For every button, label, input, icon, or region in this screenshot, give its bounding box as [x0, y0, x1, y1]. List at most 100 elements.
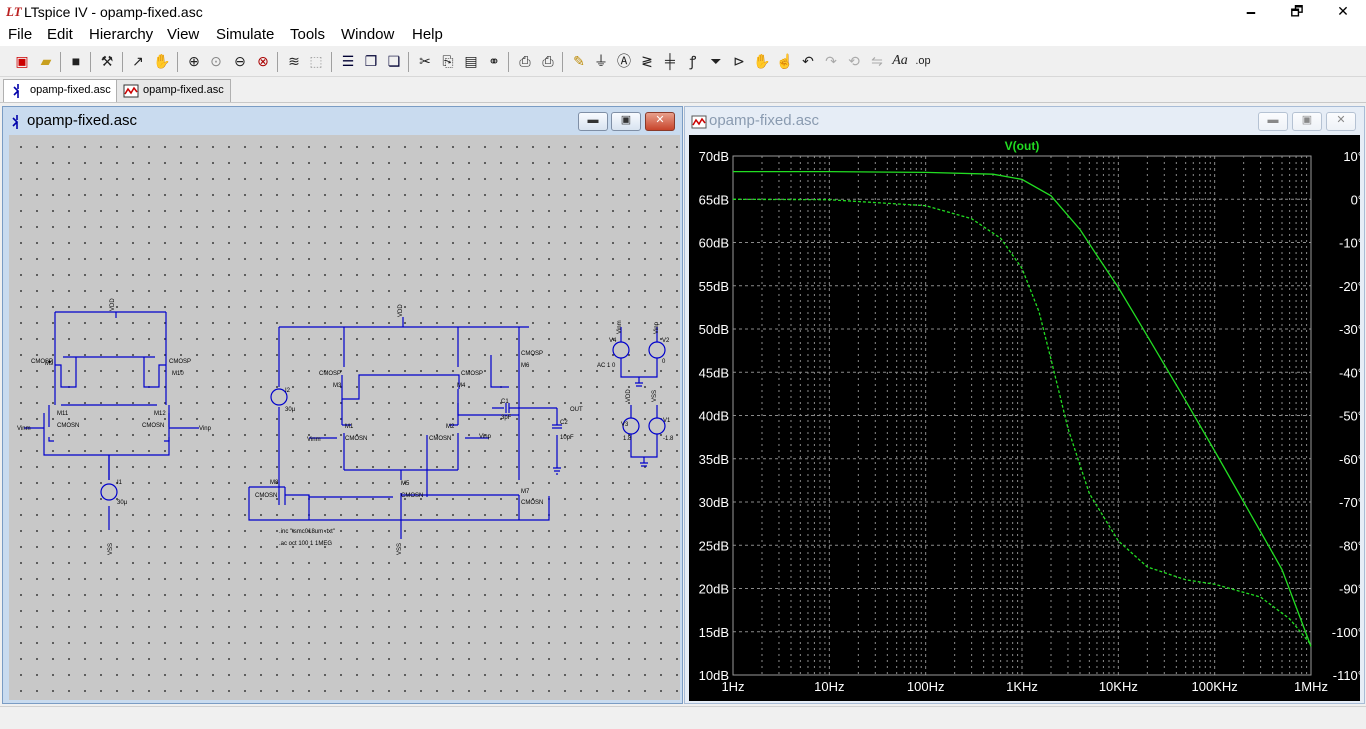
close-button[interactable]: ✕ [1337, 3, 1349, 19]
menu-tools[interactable]: Tools [290, 26, 326, 43]
zoom-cancel-icon[interactable]: ⊗ [257, 53, 269, 69]
menu-window[interactable]: Window [341, 26, 395, 43]
capacitor-c2[interactable] [552, 424, 562, 429]
maximize-button[interactable]: 🗗 [1290, 3, 1304, 19]
menu-hierarchy[interactable]: Hierarchy [89, 26, 154, 43]
cut-icon[interactable]: ✂ [419, 53, 431, 69]
net-label-vdd: VDD [398, 304, 404, 317]
x-tick-label: 1KHz [1006, 679, 1038, 694]
schematic-icon [13, 84, 20, 98]
y-right-tick-label: -70° [1339, 495, 1360, 510]
spice-directive-icon[interactable]: .op [915, 55, 931, 67]
transistor-label: M11 [57, 411, 69, 417]
schematic-restore-button[interactable]: ▣ [611, 112, 641, 131]
waveform-canvas[interactable]: 70dB10°65dB0°60dB-10°55dB-20°50dB-30°45d… [689, 135, 1363, 701]
schematic-symbols [100, 341, 666, 501]
capacitor-icon[interactable]: ╪ [665, 53, 675, 69]
run-icon[interactable]: ↗ [132, 53, 144, 69]
net-label-vinp: Vinp [479, 434, 492, 440]
current-source-i2[interactable] [270, 388, 288, 406]
tab-schematic[interactable]: opamp-fixed.asc [3, 79, 118, 102]
open-folder-icon[interactable]: ▰ [40, 53, 52, 69]
spice-directive-inc[interactable]: .inc "tsmc018um .txt" [279, 529, 335, 535]
net-label-vinp: Vinp [199, 426, 212, 432]
zoom-out-icon[interactable]: ⊖ [234, 53, 246, 69]
schematic-window[interactable]: opamp-fixed.asc ▬ ▣ ✕ [2, 106, 683, 704]
schematic-close-button[interactable]: ✕ [645, 112, 675, 131]
spice-directive-ac[interactable]: .ac oct 100 1 1MEG [279, 541, 332, 547]
schematic-minimize-button[interactable]: ▬ [578, 112, 608, 131]
diode-icon[interactable]: ⏷ [710, 53, 722, 69]
pan-hand-icon[interactable]: ✋ [153, 53, 171, 69]
find-icon[interactable]: ⚭ [488, 53, 500, 69]
y-right-tick-label: -30° [1339, 322, 1360, 337]
source-label: V2 [662, 338, 670, 344]
component-icon[interactable]: ⊳ [733, 53, 745, 69]
waveform-restore-button[interactable]: ▣ [1292, 112, 1322, 131]
menu-help[interactable]: Help [412, 26, 443, 43]
cascade-icon[interactable]: ❐ [364, 53, 378, 69]
y-right-tick-label: -80° [1339, 538, 1360, 553]
mirror-icon[interactable]: ⇋ [871, 53, 883, 69]
capacitor-c1[interactable] [505, 403, 510, 413]
zoom-fit-icon[interactable]: ⬚ [309, 53, 323, 69]
drag-icon[interactable]: ☝ [776, 53, 794, 69]
print-icon[interactable]: ⎙ [542, 53, 554, 69]
zoom-out-pan-icon[interactable]: ⊙ [210, 53, 222, 69]
voltage-source-v3[interactable] [622, 417, 640, 435]
minimize-button[interactable]: 🗕 [1246, 3, 1256, 19]
y-left-tick-label: 35dB [699, 452, 729, 467]
source-label: I1 [117, 480, 123, 486]
menu-view[interactable]: View [167, 26, 200, 43]
ground-icon[interactable]: ⏚ [594, 53, 608, 69]
waveform-window[interactable]: opamp-fixed.asc ▬ ▣ ✕ 70dB10°65dB0°60dB-… [684, 106, 1365, 704]
paste-icon[interactable]: ▤ [464, 53, 478, 69]
menu-edit[interactable]: Edit [47, 26, 73, 43]
voltage-source-v2[interactable] [648, 341, 666, 359]
schematic-window-title: opamp-fixed.asc [27, 112, 138, 129]
model-label: CMOSN [429, 436, 451, 442]
new-schematic-icon[interactable]: ▣ [15, 53, 29, 69]
capacitor-label: C2 [560, 420, 568, 426]
capacitor-value: 3pF [501, 415, 512, 421]
net-label-vdd: VDD [626, 389, 632, 402]
tile-horizontal-icon[interactable]: ☰ [341, 53, 355, 69]
control-panel-icon[interactable]: ⚒ [100, 53, 114, 69]
transistor-label: M3 [333, 383, 342, 389]
autorange-icon[interactable]: ≋ [288, 53, 300, 69]
voltage-source-v4[interactable] [612, 341, 630, 359]
waveform-close-button[interactable]: ✕ [1326, 112, 1356, 131]
transistor-label: M7 [521, 489, 530, 495]
wire-icon[interactable]: ✎ [573, 53, 585, 69]
save-icon[interactable]: ■ [71, 53, 81, 69]
undo-icon[interactable]: ↶ [802, 53, 814, 69]
move-icon[interactable]: ✋ [753, 53, 771, 69]
label-net-icon[interactable]: Ⓐ [617, 53, 631, 69]
redo-icon[interactable]: ↷ [825, 53, 837, 69]
waveform-minimize-button[interactable]: ▬ [1258, 112, 1288, 131]
tile-vertical-icon[interactable]: ❏ [387, 53, 401, 69]
waveform-window-title: opamp-fixed.asc [709, 112, 820, 129]
menu-simulate[interactable]: Simulate [216, 26, 275, 43]
net-label-out: OUT [570, 407, 583, 413]
tab-waveform[interactable]: opamp-fixed.asc [116, 79, 231, 102]
copy-icon[interactable]: ⎘ [442, 53, 454, 69]
schematic-drawing: VDD VDD VDD VSS VSS VSS M9 M10 M11 M12 C… [17, 298, 674, 555]
text-icon[interactable]: Aa [892, 53, 908, 68]
schematic-canvas[interactable]: VDD VDD VDD VSS VSS VSS M9 M10 M11 M12 C… [9, 135, 680, 700]
inductor-icon[interactable]: ꝭ [689, 53, 697, 69]
resistor-icon[interactable]: ≷ [641, 53, 653, 69]
trace-vout-magnitude[interactable] [733, 170, 1312, 647]
y-right-tick-label: -110° [1333, 668, 1360, 683]
trace-label-vout[interactable]: V(out) [1005, 139, 1040, 153]
print-setup-icon[interactable]: ⎙ [519, 53, 531, 69]
menu-file[interactable]: File [8, 26, 33, 43]
current-source-i1[interactable] [100, 483, 118, 501]
toolbar-separator [562, 52, 563, 72]
net-label-vdd: VDD [110, 298, 116, 311]
net-label-vinm: Vinm [617, 320, 623, 334]
status-bar [0, 706, 1366, 729]
voltage-source-v1[interactable] [648, 417, 666, 435]
rotate-icon[interactable]: ⟲ [848, 53, 860, 69]
zoom-in-icon[interactable]: ⊕ [188, 53, 200, 69]
